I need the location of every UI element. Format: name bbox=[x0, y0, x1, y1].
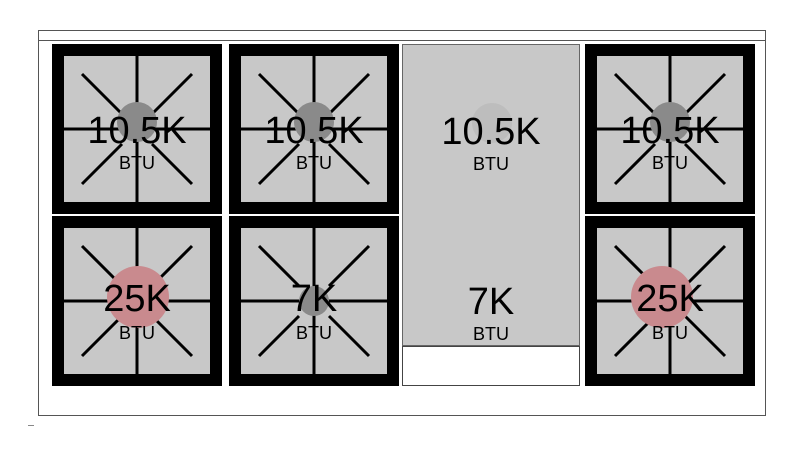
burner-top-4: 10.5K BTU bbox=[585, 44, 755, 214]
burner-unit: BTU bbox=[119, 153, 155, 173]
griddle: 10.5K BTU 7K BTU bbox=[402, 44, 580, 346]
burner-power: 25K bbox=[636, 278, 704, 320]
burner-bottom-2: 7K BTU bbox=[229, 216, 399, 386]
griddle-drawer bbox=[402, 346, 580, 386]
burner-top-1: 10.5K BTU bbox=[52, 44, 222, 214]
burner-cap bbox=[117, 102, 157, 142]
burner-bottom-4: 25K BTU bbox=[585, 216, 755, 386]
burner-cap-high-output bbox=[631, 266, 693, 328]
burner-power: 10.5K bbox=[87, 110, 187, 152]
burner-power: 10.5K bbox=[264, 110, 364, 152]
burner-bottom-1: 25K BTU bbox=[52, 216, 222, 386]
grate-icon bbox=[64, 56, 210, 202]
burner-cap bbox=[294, 102, 334, 142]
griddle-power-top: 10.5K bbox=[441, 111, 541, 153]
burner-unit: BTU bbox=[119, 323, 155, 343]
edge-mark bbox=[28, 425, 34, 426]
burner-power: 7K bbox=[290, 278, 338, 320]
burner-unit: BTU bbox=[652, 153, 688, 173]
griddle-unit-top: BTU bbox=[473, 154, 509, 174]
burner-cap-high-output bbox=[107, 266, 169, 328]
burner-top-2: 10.5K BTU bbox=[229, 44, 399, 214]
burner-power: 10.5K bbox=[620, 110, 720, 152]
burner-unit: BTU bbox=[296, 323, 332, 343]
burner-cap bbox=[472, 103, 512, 143]
burner-unit: BTU bbox=[296, 153, 332, 173]
burner-unit: BTU bbox=[652, 323, 688, 343]
griddle-power-bottom: 7K bbox=[467, 281, 515, 323]
burner-cap bbox=[299, 286, 329, 316]
cooktop-top-edge bbox=[38, 40, 766, 41]
griddle-unit-bottom: BTU bbox=[473, 324, 509, 344]
burner-cap bbox=[650, 102, 690, 142]
burner-power: 25K bbox=[103, 278, 171, 320]
